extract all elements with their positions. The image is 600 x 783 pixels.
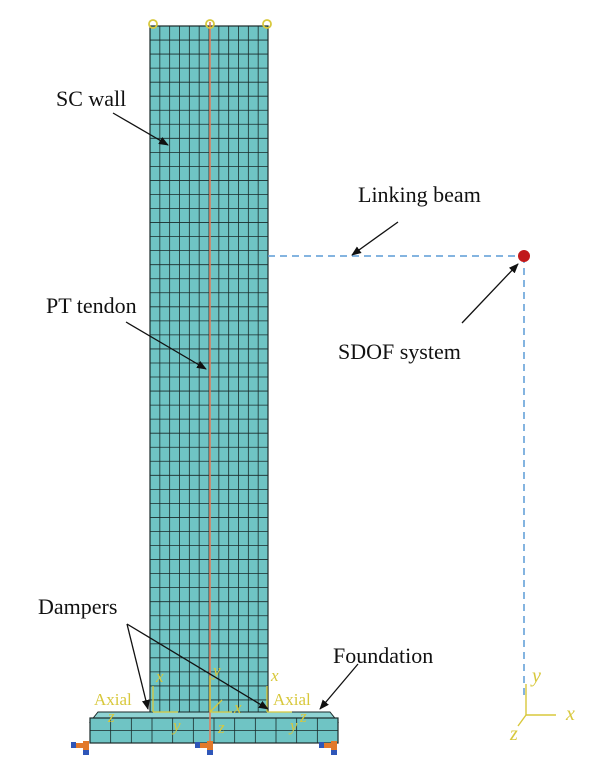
foundation-mesh	[88, 711, 340, 744]
dampers-label: Dampers	[38, 594, 117, 619]
support-side-block	[71, 742, 76, 748]
sdof-node	[518, 250, 530, 262]
left-local-z-label: z	[107, 707, 115, 726]
dampers-arrow-right	[126, 623, 269, 710]
sc-wall-arrow	[112, 112, 169, 146]
pin-support-icon	[71, 741, 89, 755]
center-local-x-label: x	[233, 698, 242, 717]
foundation-arrow	[319, 663, 359, 710]
foundation-supports	[71, 741, 337, 755]
support-arm	[198, 743, 207, 748]
top-left-restraint-icon	[148, 19, 158, 29]
right-local-z-label: z	[299, 707, 307, 726]
top-center-restraint-icon	[205, 19, 215, 29]
center-local-z-label: z	[217, 718, 225, 737]
sdof-system-label: SDOF system	[338, 339, 461, 364]
dampers-arrow-left	[126, 623, 150, 710]
foundation-grid	[90, 718, 338, 743]
right-axial-label: Axial	[273, 690, 311, 709]
foundation-label: Foundation	[333, 643, 433, 668]
top-restraints	[148, 19, 272, 29]
support-base-block	[83, 750, 89, 755]
linking-beam-label: Linking beam	[358, 182, 481, 207]
right-local-y-label: y	[288, 716, 298, 735]
support-base-block	[331, 750, 337, 755]
linking-beam	[268, 255, 525, 700]
support-stem	[331, 741, 337, 750]
center-local-y-label: y	[211, 661, 221, 680]
support-stem	[207, 741, 213, 750]
pt-tendon-label: PT tendon	[46, 293, 137, 318]
left-local-y-label: y	[171, 716, 181, 735]
local-axis-labels: x y z Axial y x z x y z Axial	[94, 661, 311, 737]
linking-beam-arrow	[351, 221, 399, 256]
pin-support-icon	[319, 741, 337, 755]
right-local-x-label: x	[270, 666, 279, 685]
sc-wall-grid	[150, 26, 268, 714]
support-side-block	[195, 742, 200, 748]
support-arm	[322, 743, 331, 748]
support-stem	[83, 741, 89, 750]
global-z-label: z	[509, 723, 518, 745]
sdof-system-arrow	[461, 263, 519, 324]
support-base-block	[207, 750, 213, 755]
global-x-label: x	[565, 703, 575, 725]
global-y-label: y	[530, 665, 541, 687]
left-local-x-label: x	[155, 667, 164, 686]
local-axes	[152, 676, 292, 713]
sc-wall-mesh	[149, 25, 269, 715]
global-axes: y x z	[509, 665, 575, 745]
left-axial-label: Axial	[94, 690, 132, 709]
callout-arrows	[112, 112, 519, 710]
support-arm	[74, 743, 83, 748]
annotations: SC wall Linking beam PT tendon SDOF syst…	[38, 86, 481, 668]
pt-tendon-arrow	[125, 321, 207, 370]
top-right-restraint-icon	[262, 19, 272, 29]
sc-wall-label: SC wall	[56, 86, 126, 111]
pin-support-icon	[195, 741, 213, 755]
support-side-block	[319, 742, 324, 748]
